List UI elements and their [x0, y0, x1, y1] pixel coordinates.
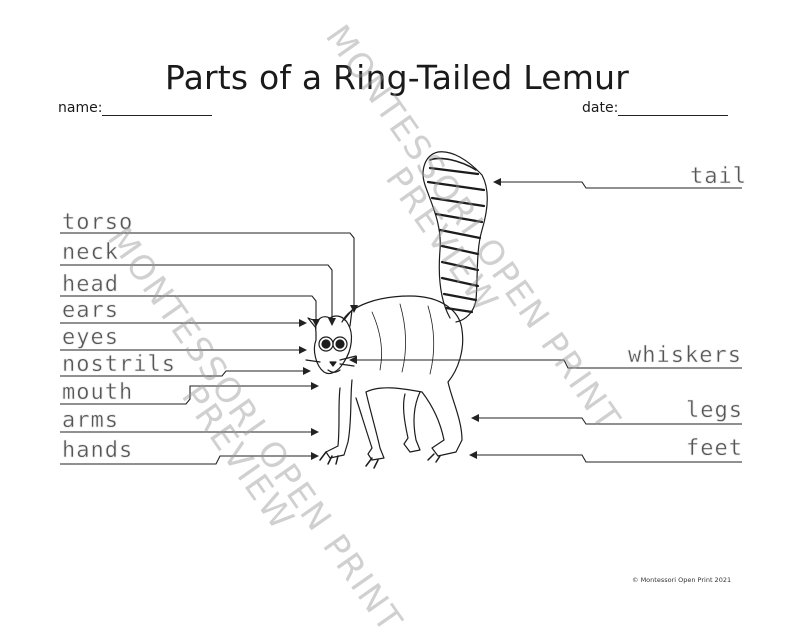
label-whiskers: whiskers: [628, 343, 742, 368]
date-line[interactable]: [618, 103, 729, 116]
pointer-head: [60, 295, 320, 327]
label-legs: legs: [686, 398, 743, 423]
label-eyes: eyes: [62, 325, 119, 350]
name-line[interactable]: [102, 103, 213, 116]
name-field[interactable]: name:: [58, 100, 213, 116]
pointer-torso: [60, 232, 358, 313]
copyright-text: © Montessori Open Print 2021: [632, 576, 732, 584]
label-head: head: [62, 272, 119, 297]
pointer-tail: [493, 178, 742, 189]
pointer-hands: [60, 452, 319, 465]
pointer-neck: [60, 264, 336, 326]
date-field[interactable]: date:: [582, 100, 729, 116]
name-label: name:: [58, 100, 103, 116]
pointer-legs: [471, 414, 742, 425]
label-tail: tail: [690, 164, 747, 189]
label-nostrils: nostrils: [62, 352, 176, 377]
label-arms: arms: [62, 408, 119, 433]
page-title: Parts of a Ring-Tailed Lemur: [164, 58, 629, 97]
pointer-nostrils: [60, 367, 311, 377]
label-hands: hands: [62, 438, 134, 463]
label-feet: feet: [686, 436, 743, 461]
date-label: date:: [582, 100, 619, 116]
pointer-lines: [60, 151, 742, 469]
lemur-illustration: [305, 151, 488, 469]
label-mouth: mouth: [62, 380, 134, 405]
pointer-whiskers: [349, 356, 742, 369]
pointer-mouth: [60, 382, 319, 405]
label-torso: torso: [62, 210, 134, 235]
label-neck: neck: [62, 240, 119, 265]
label-ears: ears: [62, 298, 119, 323]
pointer-feet: [469, 451, 742, 463]
